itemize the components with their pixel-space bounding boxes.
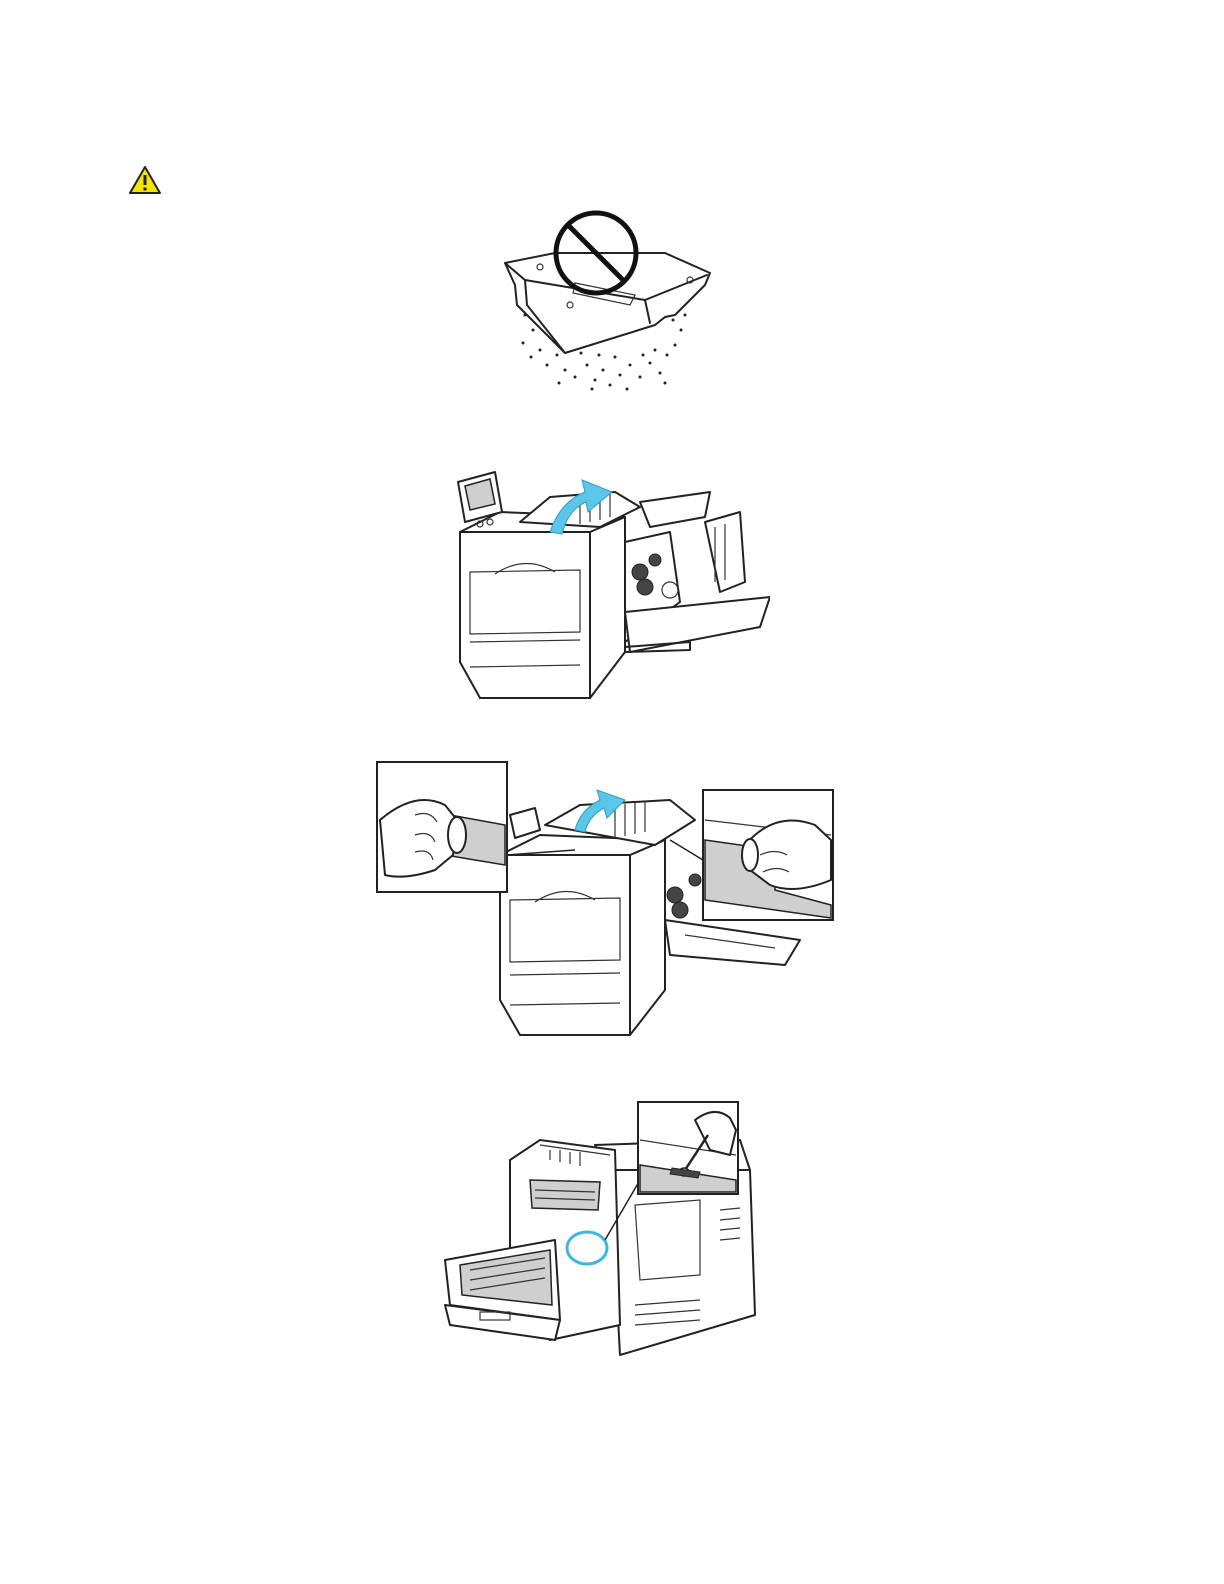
printer-lift-cover-illustration bbox=[440, 462, 770, 702]
printer-remove-rod-illustration bbox=[375, 760, 835, 1040]
printer-clean-sensor-illustration bbox=[440, 1100, 770, 1360]
waste-toner-illustration bbox=[495, 205, 715, 395]
caution-icon bbox=[128, 165, 162, 195]
